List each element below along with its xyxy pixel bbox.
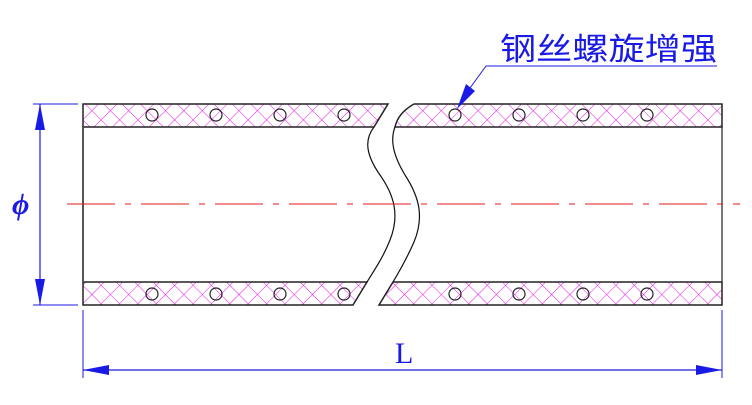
diameter-symbol: ϕ (12, 188, 29, 221)
steel-wire-circles (145, 108, 654, 301)
break-line-left (366, 126, 396, 283)
reinforcement-leader (457, 65, 717, 109)
pipe-wall-bottom-left (82, 281, 369, 306)
reinforcement-label: 钢丝螺旋增强 (500, 32, 717, 68)
diameter-dimension (33, 103, 78, 306)
pipe-wall-top-right (394, 103, 723, 128)
length-dimension (82, 310, 723, 378)
break-line-right (392, 126, 421, 283)
pipe-wall-bottom-right (377, 281, 723, 306)
length-symbol: L (395, 337, 413, 370)
pipe-wall-top-left (82, 103, 390, 128)
